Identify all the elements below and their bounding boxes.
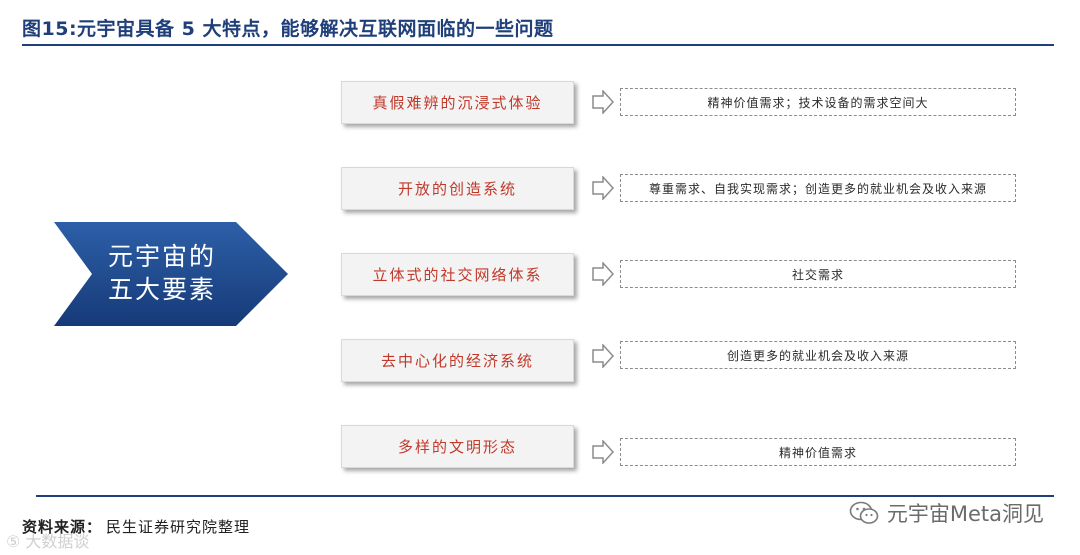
- arrow-right-icon: [592, 440, 614, 464]
- figure-title: 图15:元宇宙具备 5 大特点，能够解决互联网面临的一些问题: [22, 18, 554, 40]
- feature-box: 立体式的社交网络体系: [341, 253, 574, 296]
- center-label-line1: 元宇宙的: [107, 242, 216, 271]
- wechat-icon: [849, 501, 879, 524]
- arrow-right-icon: [592, 262, 614, 286]
- need-box: 精神价值需求；技术设备的需求空间大: [620, 88, 1016, 116]
- need-box: 社交需求: [620, 260, 1016, 288]
- source-label: 资料来源：: [22, 518, 103, 536]
- source-note: 资料来源：民生证券研究院整理: [22, 516, 250, 537]
- feature-box: 去中心化的经济系统: [341, 339, 574, 382]
- source-text: 民生证券研究院整理: [106, 518, 251, 536]
- watermark-right-text: 元宇宙Meta洞见: [886, 502, 1044, 526]
- watermark-left: ⑤ 大数据谈: [6, 532, 90, 551]
- need-box: 尊重需求、自我实现需求；创造更多的就业机会及收入来源: [620, 174, 1016, 202]
- feature-box: 多样的文明形态: [341, 425, 574, 468]
- feature-box: 真假难辨的沉浸式体验: [341, 81, 574, 124]
- center-label-line2: 五大要素: [107, 275, 216, 304]
- arrow-right-icon: [592, 344, 614, 368]
- center-chevron: [54, 222, 288, 326]
- footer-rule: [36, 495, 1054, 497]
- need-box: 精神价值需求: [620, 438, 1016, 466]
- watermark-right: 元宇宙Meta洞见: [849, 498, 1044, 528]
- arrow-right-icon: [592, 90, 614, 114]
- title-rule: [22, 44, 1054, 46]
- arrow-right-icon: [592, 176, 614, 200]
- need-box: 创造更多的就业机会及收入来源: [620, 341, 1016, 369]
- feature-box: 开放的创造系统: [341, 167, 574, 210]
- center-label: 元宇宙的 五大要素: [92, 240, 232, 306]
